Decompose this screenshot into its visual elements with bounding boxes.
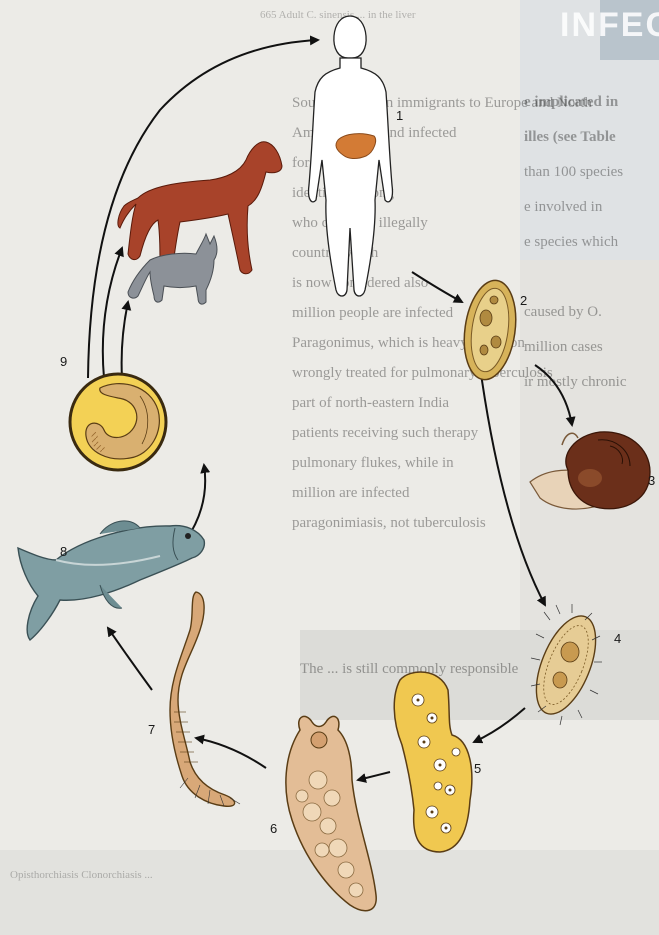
fish-host-figure [18,521,204,640]
arrow-sporocyst-to-redia [358,772,390,780]
metacercaria-cyst-figure [70,374,166,470]
stage-number-label: 1 [396,108,403,123]
miracidium-stage-figure [524,604,607,725]
arrow-cyst-to-cat [122,302,128,378]
arrow-cercaria-to-fish [108,628,152,690]
arrow-cyst-to-dog [103,248,122,378]
arrow-redia-to-cercaria [196,738,266,768]
stage-number-label: 8 [60,544,67,559]
redia-stage-figure [286,716,376,910]
arrow-human-to-egg [412,272,462,302]
arrow-miracidium-to-sporocyst [474,708,525,742]
stage-number-label: 9 [60,354,67,369]
stage-number-label: 3 [648,473,655,488]
snail-host-figure [530,432,650,509]
arrow-egg-to-snail [535,365,572,425]
sporocyst-stage-figure [394,672,472,852]
stage-number-label: 6 [270,821,277,836]
stage-number-label: 7 [148,722,155,737]
stage-number-label: 5 [474,761,481,776]
cercaria-stage-figure [170,592,240,806]
egg-stage-figure [458,277,521,383]
stage-number-label: 4 [614,631,621,646]
stage-number-label: 2 [520,293,527,308]
